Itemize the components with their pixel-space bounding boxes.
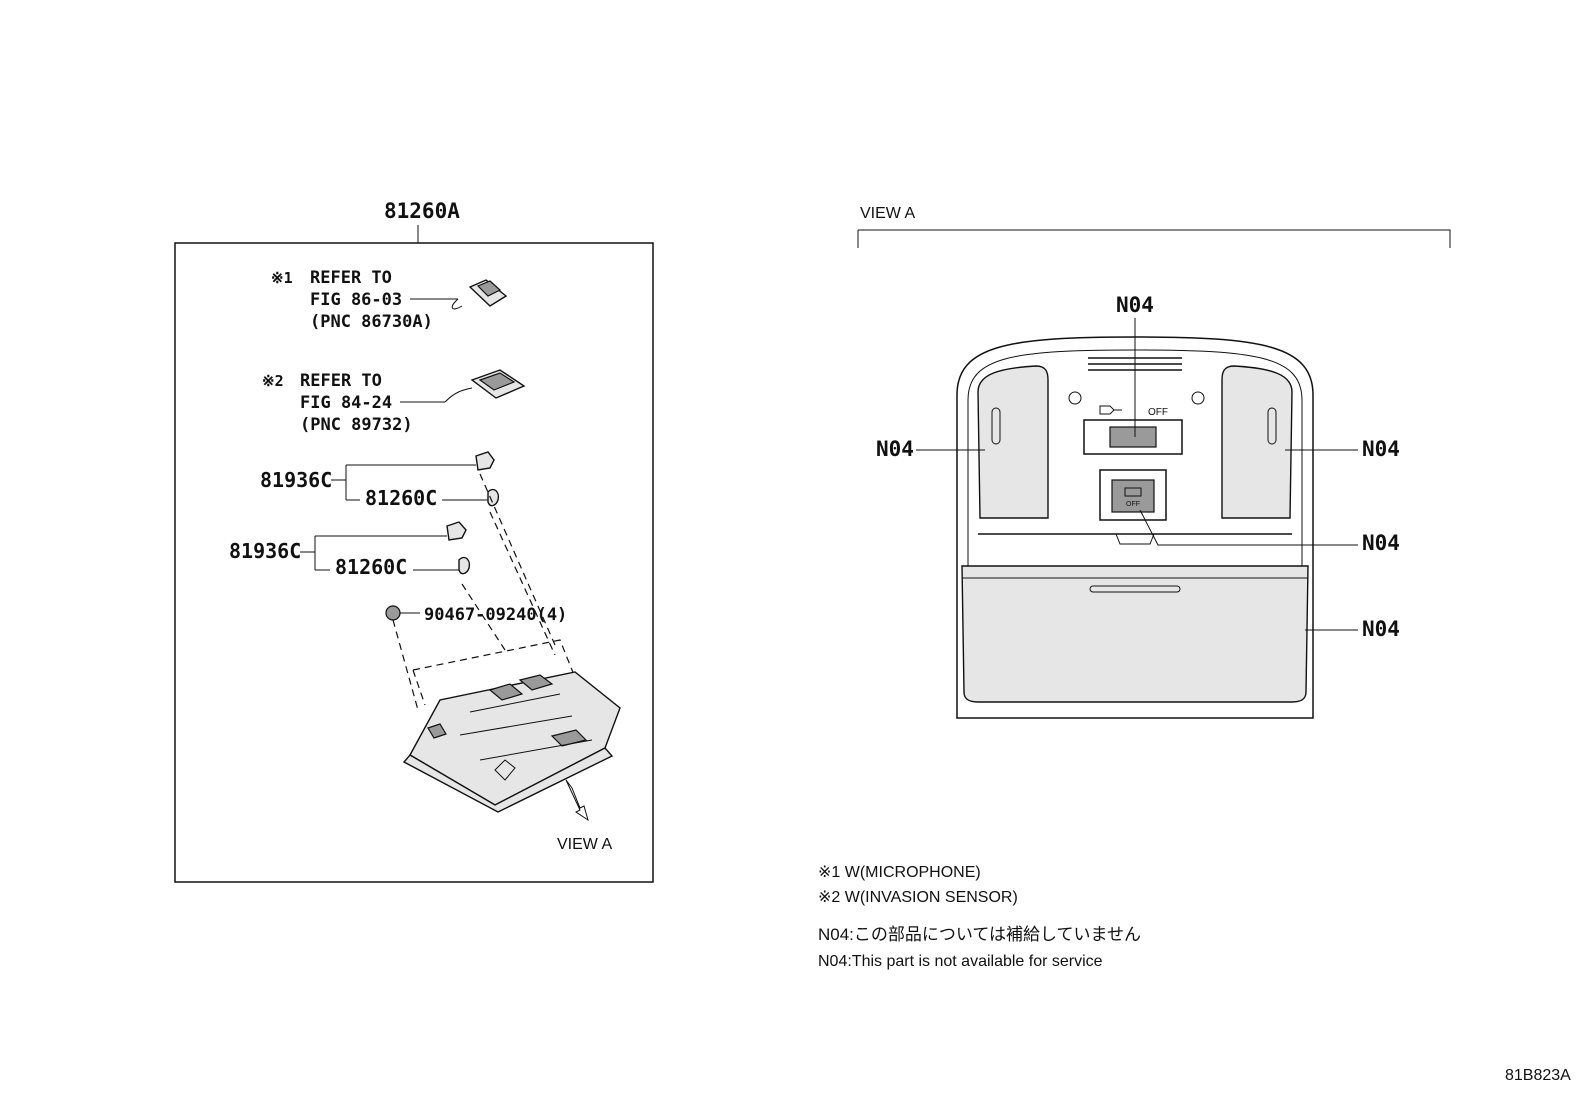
center-switch-off-label: OFF [1126,501,1140,508]
map-lamp-lens-left [977,365,1049,519]
callout-left-label: N04 [876,437,914,461]
view-a-bracket [857,229,1451,248]
bulb-icon-1 [487,488,500,507]
screw-code: 90467-09240(4) [424,605,567,625]
center-switch-icon [1124,487,1142,497]
view-a-arrow-icon [565,779,589,822]
map-lamp-lens-right [1221,365,1293,519]
callout-switch-leader [1139,509,1358,546]
notes-block: ※1 W(MICROPHONE) ※2 W(INVASION SENSOR) N… [818,864,1141,970]
view-a-panel: VIEW A OFF OFF [857,205,1451,719]
group1-child-code: 81260C [365,486,437,510]
lid-release-tab [1115,533,1155,545]
bulb-icon-2 [458,556,471,575]
exploded-assembly-panel: 81260A ※1 REFER TO FIG 86-03 (PNC 86730A… [174,199,654,883]
note-invasion-sensor: ※2 W(INVASION SENSOR) [818,889,1018,906]
callout-switch-label: N04 [1362,531,1400,555]
ref2-line1: REFER TO [300,371,382,391]
view-a-title: VIEW A [860,205,915,222]
callout-right-label: N04 [1362,437,1400,461]
door-switch-bezel [1083,419,1183,455]
ref1-line2: FIG 86-03 [310,290,402,310]
note-n04-english: N04:This part is not available for servi… [818,953,1103,970]
ref2-line3: (PNC 89732) [300,415,413,435]
assembly-code-label: 81260A [384,199,460,223]
mount-hole-right [1191,391,1205,405]
ref1-line1: REFER TO [310,268,392,288]
group1-bracket [331,464,488,501]
invasion-sensor-part-icon [444,369,526,403]
callout-top-label: N04 [1116,293,1154,317]
lamp-switch-left [991,407,1001,445]
group1-parent-code: 81936C [260,468,332,492]
group2-parent-code: 81936C [229,539,301,563]
sunglass-holder-lid [961,565,1309,703]
assembly-frame [174,242,654,883]
bulb-holder-icon-1 [475,451,495,471]
ref2-mark: ※2 [262,372,284,390]
group2-child-code: 81260C [335,555,407,579]
switch-off-label: OFF [1148,407,1168,418]
assembly-guide-lines [392,473,581,711]
overhead-console-housing [402,671,621,813]
screw-icon [385,605,401,621]
figure-id-label: 81B823A [1505,1067,1571,1084]
center-switch-bezel [1099,469,1167,521]
bulb-holder-icon-2 [446,521,467,541]
note-n04-japanese: N04:この部品については補給していません [818,925,1141,944]
door-courtesy-icon [1099,405,1122,415]
ref2-line2: FIG 84-24 [300,393,392,413]
mount-hole-left [1068,391,1082,405]
microphone-part-icon [451,279,508,310]
lamp-switch-right [1267,407,1277,445]
note-microphone: ※1 W(MICROPHONE) [818,864,981,881]
group2-bracket [300,535,460,571]
callout-lid-label: N04 [1362,617,1400,641]
ref1-mark: ※1 [271,269,293,287]
ref1-line3: (PNC 86730A) [310,312,433,332]
door-switch-button [1109,426,1157,448]
view-a-arrow-label: VIEW A [557,836,612,853]
lid-grip [1089,585,1181,593]
